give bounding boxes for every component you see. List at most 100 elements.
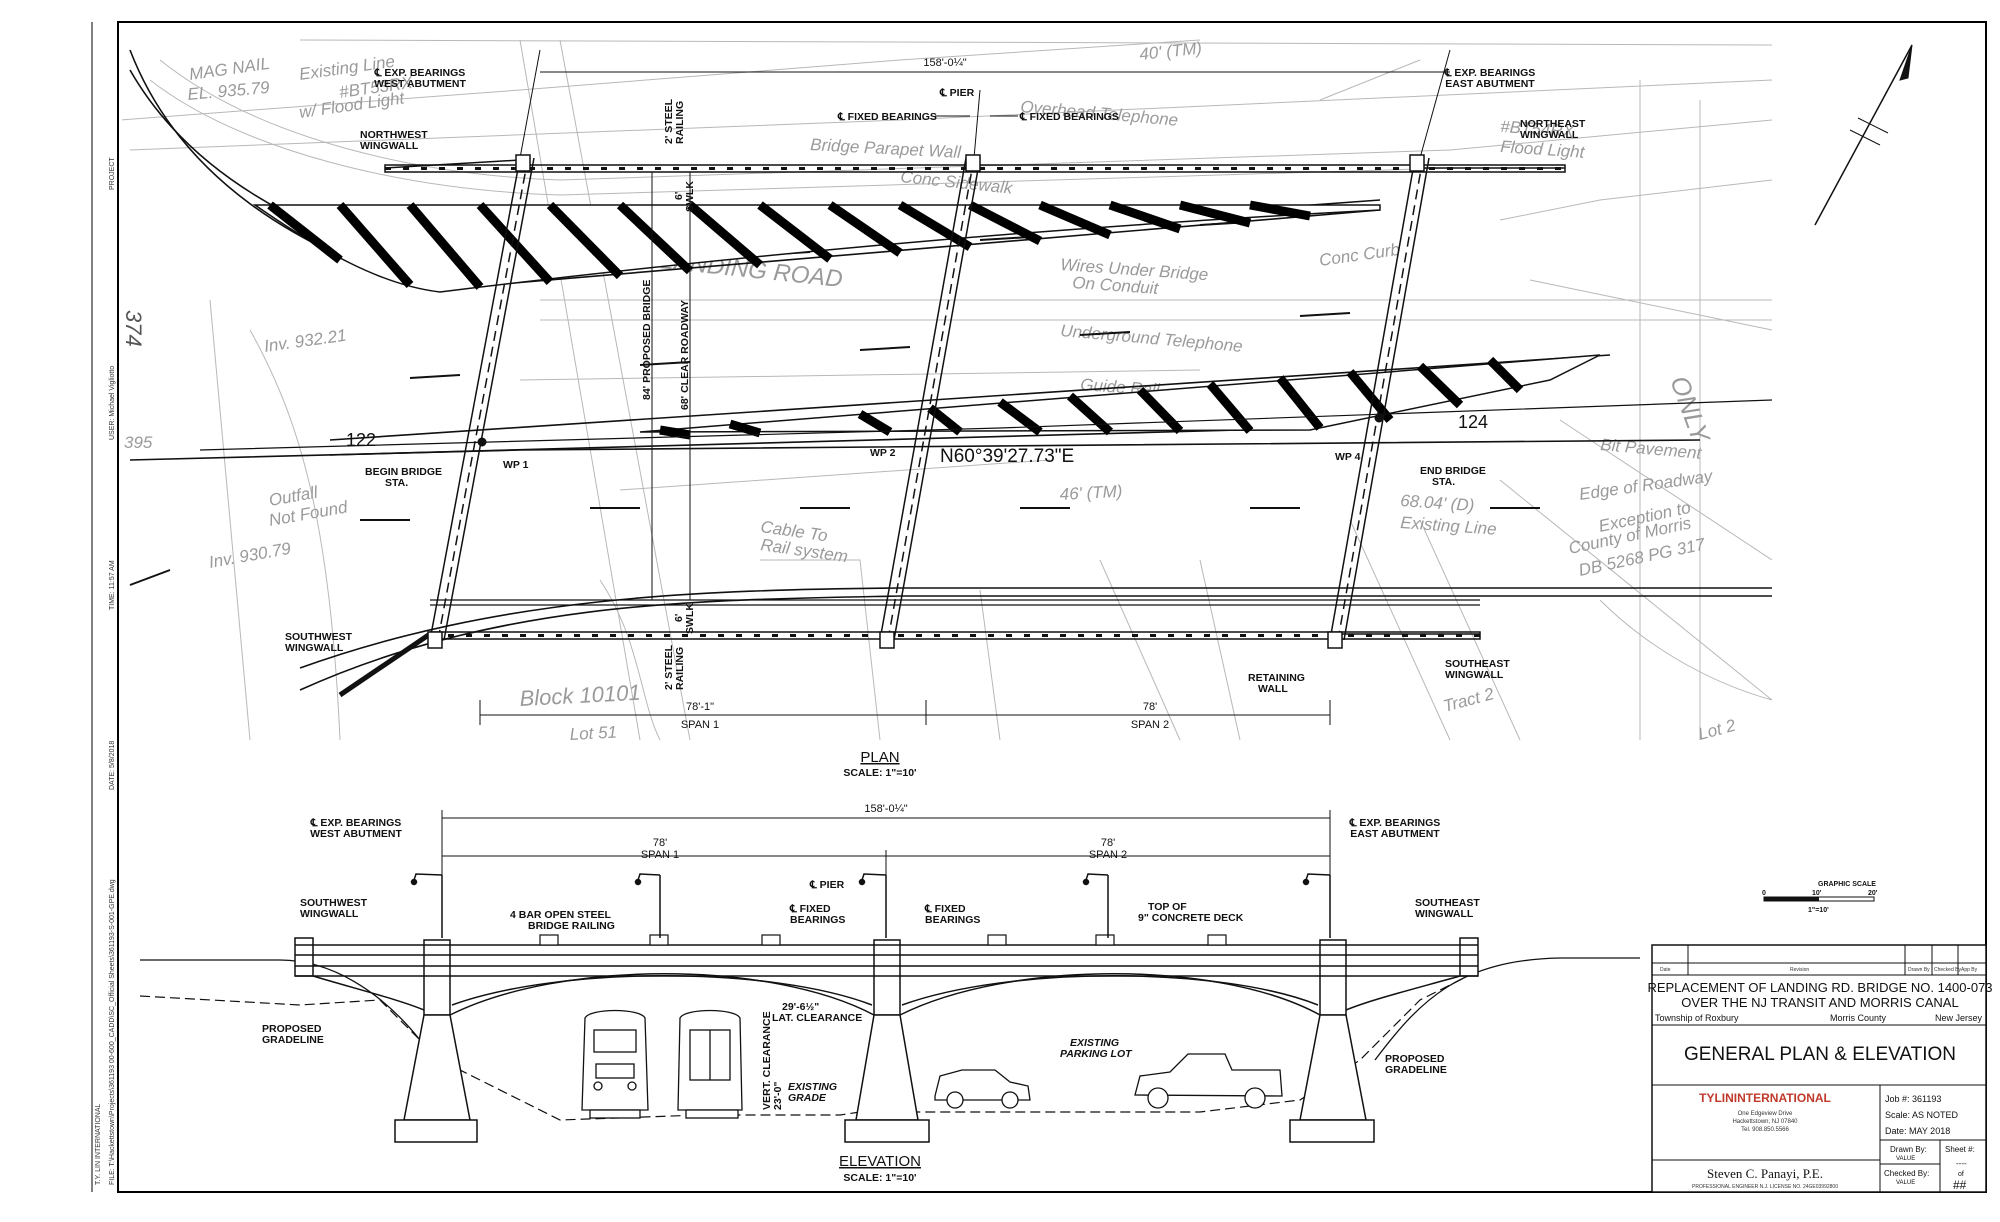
elev-pier-label: ℄ PIER — [809, 879, 845, 891]
plan-wp2: WP 2 — [870, 447, 896, 459]
plan-sidewalk-bottom: 6'SWLK — [673, 603, 696, 634]
tb-project-subtitle: OVER THE NJ TRANSIT AND MORRIS CANAL — [1681, 995, 1958, 1010]
bg-text: 46' (TM) — [1059, 482, 1123, 504]
graphic-scale-title: GRAPHIC SCALE — [1818, 881, 1876, 888]
plan-pier-label: ℄ PIER — [939, 87, 975, 99]
elev-total-dim: 158'-0¼" — [864, 803, 907, 815]
abutment-west — [394, 939, 478, 1143]
skew-lines — [427, 49, 1451, 649]
tb-date: Date: MAY 2018 — [1885, 1126, 1950, 1136]
proposed-grade-right — [1374, 957, 1640, 1061]
east-abutment — [1327, 49, 1451, 649]
plan-span1-dim: 78'-1" — [686, 701, 714, 713]
tb-address: One Edgeview Drive — [1738, 1111, 1793, 1117]
bg-text: Tract 2 — [1441, 684, 1496, 716]
train-car-left — [581, 1009, 649, 1119]
bg-text: 374 — [121, 310, 146, 347]
bg-text: Lot 2 — [1696, 716, 1738, 744]
bg-text: Existing Line — [1400, 513, 1497, 539]
plan-station-122: 122 — [346, 430, 376, 450]
bg-text: Inv. 930.79 — [207, 539, 292, 572]
tb-drawn-label: Drawn By: — [1890, 1145, 1927, 1154]
survey-background — [122, 39, 1772, 741]
margin-firm: T.Y. LIN INTERNATIONAL — [95, 1103, 102, 1185]
tb-checked-label: Checked By: — [1884, 1169, 1929, 1178]
tb-sheet-total: ## — [1953, 1178, 1967, 1192]
deck-blocks — [539, 934, 1227, 946]
plan-total-dim: 158'-0¼" — [923, 57, 966, 69]
tb-project-title: REPLACEMENT OF LANDING RD. BRIDGE NO. 14… — [1647, 980, 1992, 995]
abutment-east — [1289, 939, 1375, 1143]
elevation-scale: SCALE: 1"=10' — [843, 1172, 916, 1184]
wing-block-west — [294, 937, 314, 977]
plan-wp1: WP 1 — [503, 459, 529, 471]
tb-header: Date — [1660, 967, 1671, 973]
elev-lat-clearance: 29'-6½"LAT. CLEARANCE — [772, 1001, 862, 1024]
bg-text: Bridge Parapet Wall — [810, 135, 963, 162]
elevation-title: ELEVATION — [839, 1153, 921, 1170]
tb-license: PROFESSIONAL ENGINEER N.J. LICENSE NO. 2… — [1692, 1184, 1838, 1190]
plan-clear-roadway: 68' CLEAR ROADWAY — [679, 300, 691, 410]
sheet-border — [117, 21, 1987, 1193]
bg-text: ONLY — [1664, 372, 1716, 448]
plan-span2: SPAN 2 — [1131, 719, 1169, 731]
tb-county: Morris County — [1830, 1013, 1887, 1023]
plan-span1: SPAN 1 — [681, 719, 719, 731]
wing-block-east — [1459, 937, 1479, 977]
title-block: Date Revision Drawn By Checked By App By… — [1647, 944, 1993, 1193]
train-car-right — [677, 1009, 743, 1119]
bg-text: Conc Curb — [1318, 240, 1401, 270]
tb-header: Revision — [1790, 967, 1809, 973]
tb-sheet-of: of — [1958, 1171, 1964, 1178]
plan-fixed-left: ℄ FIXED BEARINGS — [837, 111, 937, 123]
elevation-view: 158'-0¼" 78' SPAN 1 78' SPAN 2 ℄ EXP. BE… — [139, 803, 1640, 1184]
bg-text: Edge of Roadway — [1578, 466, 1715, 504]
elev-span2-dim: 78' — [1101, 837, 1115, 849]
arch-span2 — [899, 973, 1321, 1016]
margin-project: PROJECT — [109, 157, 116, 190]
vehicle-pickup — [1134, 1053, 1283, 1109]
arch-span2-inner — [901, 975, 1319, 1006]
plan-fixed-right: ℄ FIXED BEARINGS — [1019, 111, 1119, 123]
graphic-scale: GRAPHIC SCALE 0 10' 20' 1"=10' — [1762, 881, 1878, 914]
nw-wingwall — [384, 159, 521, 169]
tb-sheet-num: ---- — [1956, 1159, 1967, 1168]
tb-firm: TYLININTERNATIONAL — [1699, 1091, 1831, 1105]
plan-proposed-bridge: 84' PROPOSED BRIDGE — [641, 280, 653, 400]
side-margin: PROJECT USER: Michael Vigliotto TIME: 11… — [95, 157, 116, 1185]
tb-address: Hackettstown, NJ 07840 — [1732, 1119, 1798, 1125]
north-arrow — [1814, 44, 1913, 226]
tb-sheet-label: Sheet #: — [1945, 1145, 1975, 1154]
bg-text: 40' (TM) — [1138, 39, 1202, 64]
plan-steel-railing-bottom: 2' STEELRAILING — [663, 644, 686, 690]
tb-sheet-title: GENERAL PLAN & ELEVATION — [1684, 1044, 1956, 1065]
light-poles — [410, 873, 1331, 938]
west-abutment — [427, 49, 541, 649]
south-curb — [299, 595, 1772, 691]
south-road-edge — [129, 439, 1701, 461]
center-island-top — [329, 354, 1611, 441]
elev-span1: SPAN 1 — [641, 849, 679, 861]
bg-text: 68.04' (D) — [1400, 491, 1475, 515]
tb-state: New Jersey — [1935, 1013, 1983, 1023]
tb-scale: Scale: AS NOTED — [1885, 1110, 1959, 1120]
plan-span2-dim: 78' — [1143, 701, 1157, 713]
bg-text: Inv. 932.21 — [263, 326, 348, 356]
arch-span1 — [449, 973, 875, 1016]
